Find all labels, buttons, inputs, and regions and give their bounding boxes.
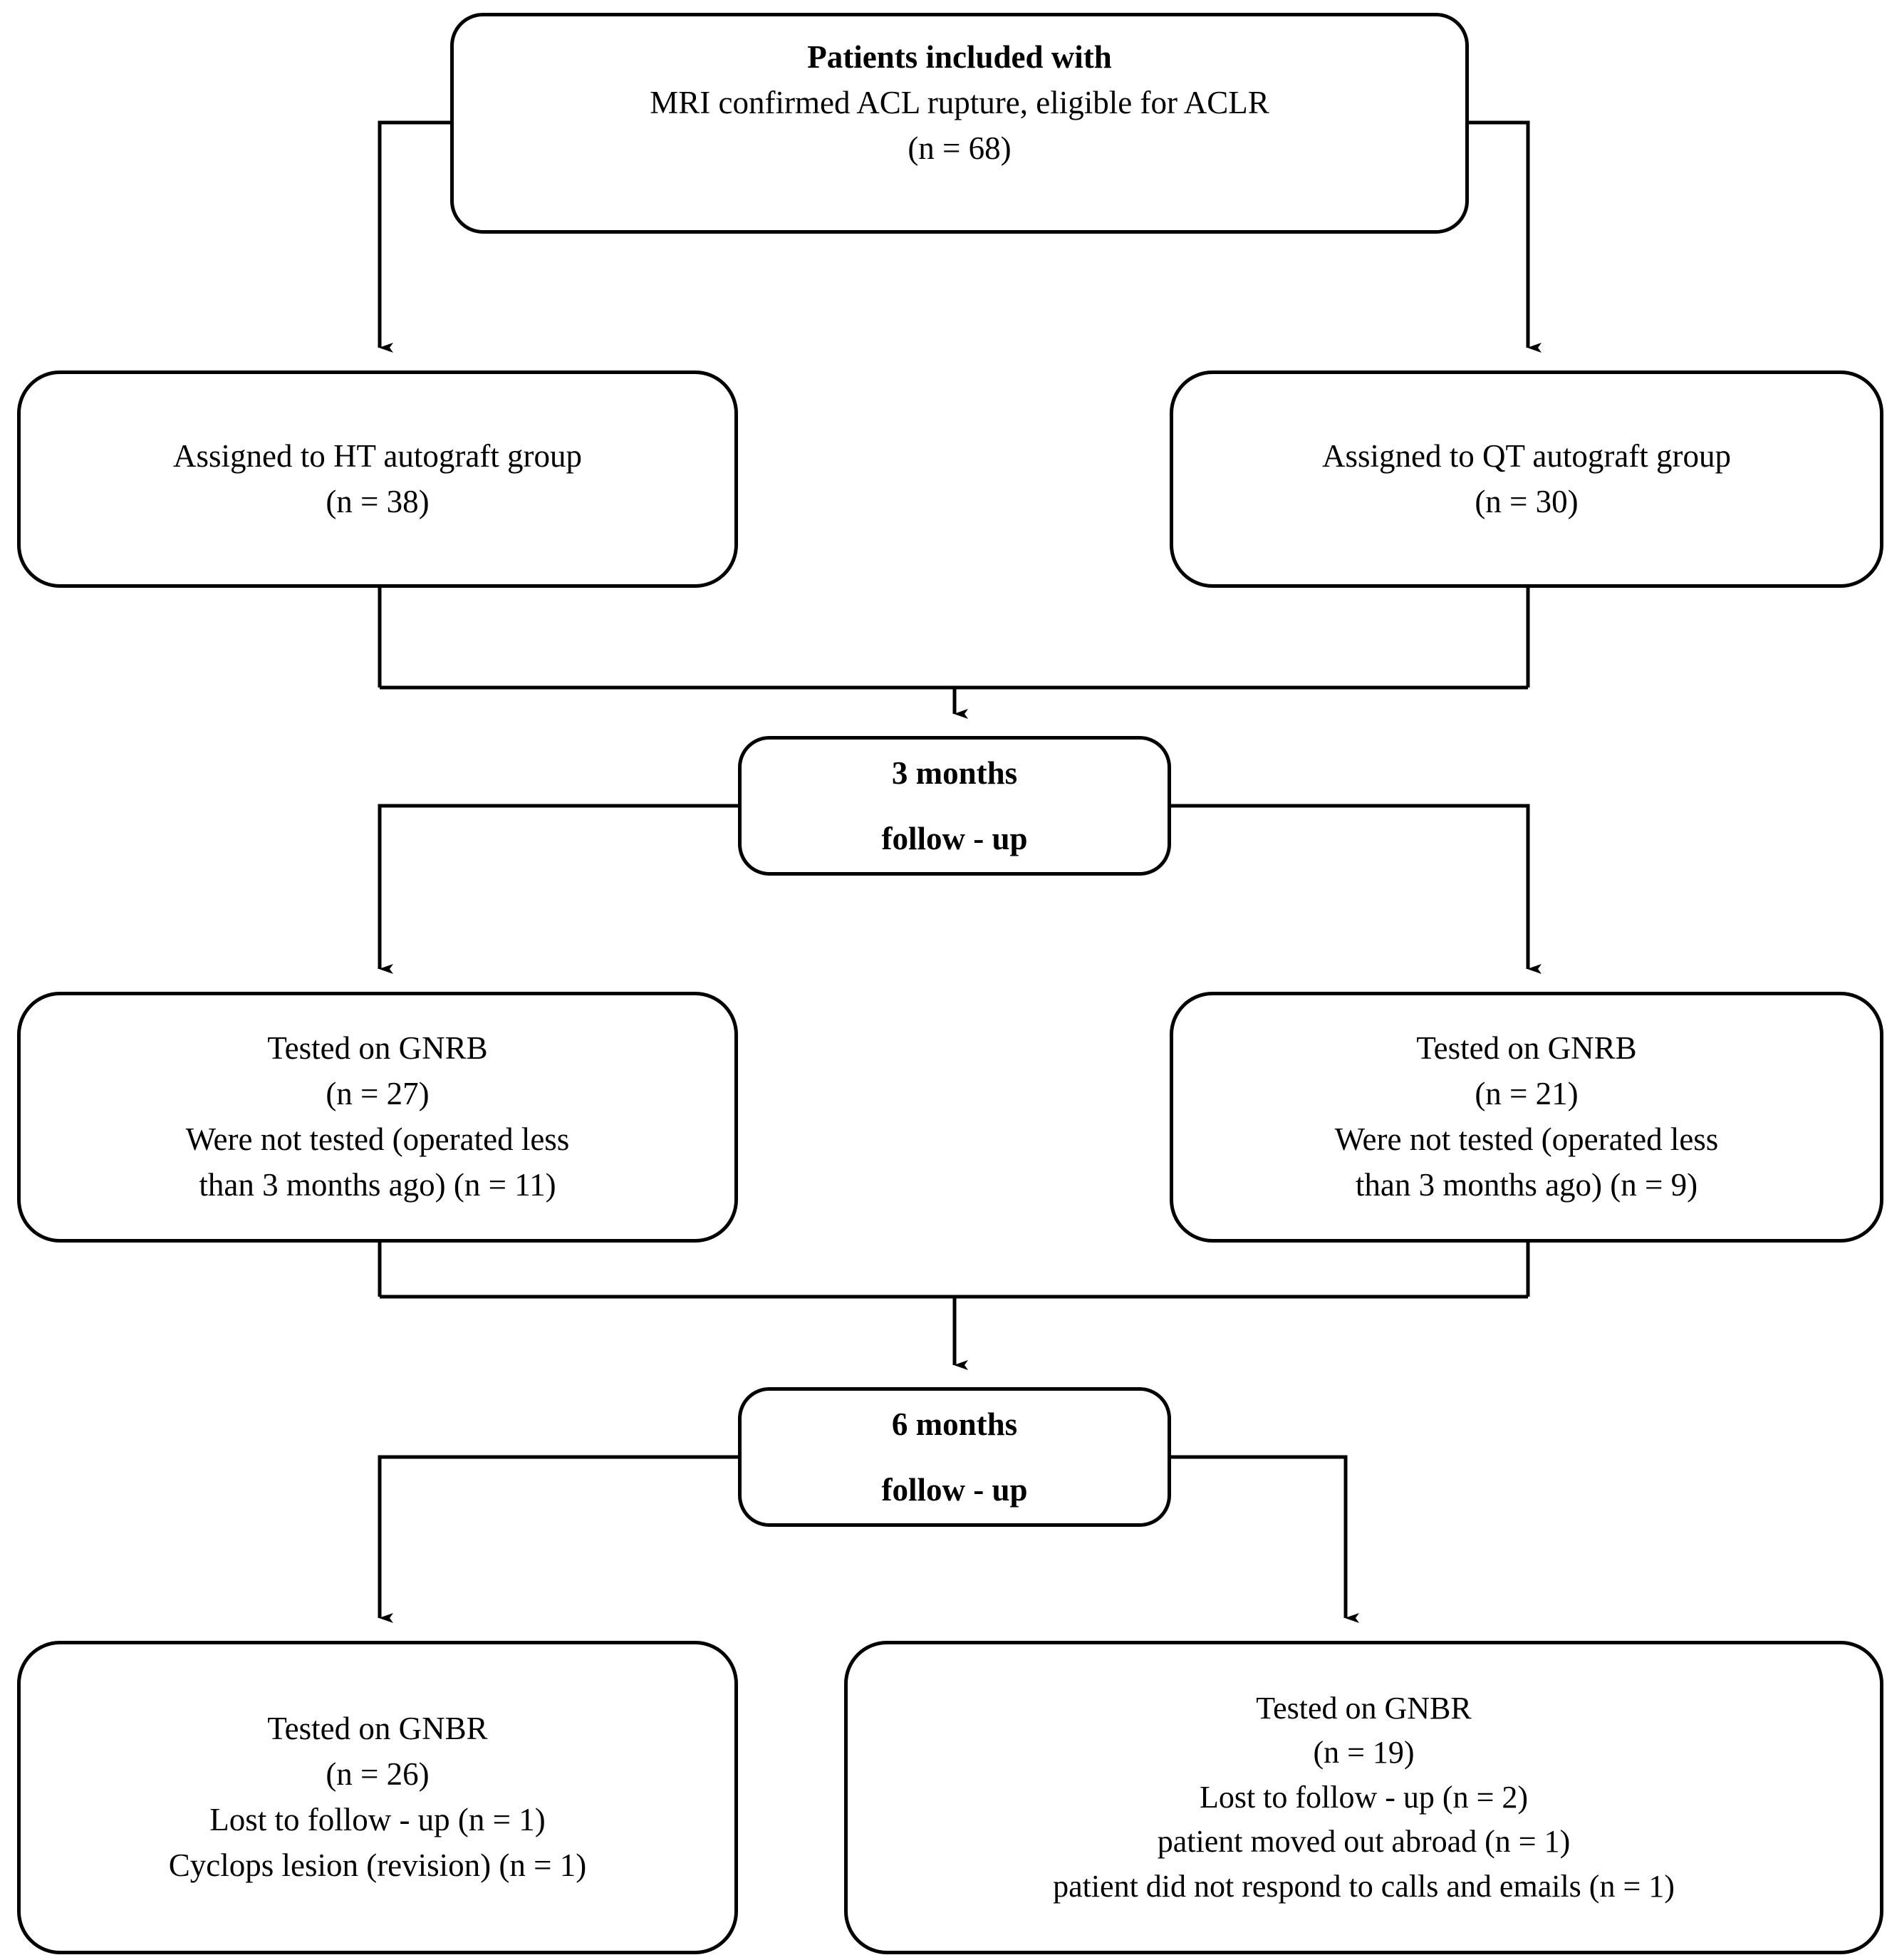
node-ht-label: Assigned to HT autograft group xyxy=(172,437,583,474)
node-gnrb-ht-line-1: Tested on GNRB xyxy=(267,1030,488,1067)
node-ht-autograft-group: Assigned to HT autograft group (n = 38) xyxy=(17,370,738,588)
node-followup-6m-line-1: 6 months xyxy=(891,1406,1018,1442)
node-gnrb-ht-count: (n = 27) xyxy=(326,1076,430,1112)
node-gnrb-3-months-qt: Tested on GNRB (n = 21) Were not tested … xyxy=(1170,992,1883,1243)
node-followup-3m-line-2: follow - up xyxy=(881,821,1028,856)
node-gnrb-ht-line-3: Were not tested (operated less xyxy=(185,1121,570,1157)
connector-followup3m-to-gnrb-ht xyxy=(378,804,738,974)
node-gnbr-ht-count: (n = 26) xyxy=(326,1756,430,1793)
node-gnbr-ht-line-4: Cyclops lesion (revision) (n = 1) xyxy=(168,1847,587,1883)
node-enrolled-count: (n = 68) xyxy=(908,130,1012,166)
connector-enrolled-to-qt xyxy=(1469,120,1542,353)
node-enrolled-line-1: Patients included with xyxy=(807,39,1112,75)
node-gnrb-ht-line-4: than 3 months ago) (n = 11) xyxy=(199,1166,556,1203)
connector-followup6m-to-gnbr-qt xyxy=(1171,1455,1359,1623)
node-gnbr-qt-line-4: patient moved out abroad (n = 1) xyxy=(1157,1824,1571,1860)
node-followup-3-months: 3 months follow - up xyxy=(738,736,1171,876)
node-qt-count: (n = 30) xyxy=(1475,483,1579,519)
node-patients-enrolled: Patients included with MRI confirmed ACL… xyxy=(450,13,1469,234)
node-followup-6-months: 6 months follow - up xyxy=(738,1387,1171,1527)
connector-followup6m-to-gnbr-ht xyxy=(378,1455,738,1623)
node-gnrb-3-months-ht: Tested on GNRB (n = 27) Were not tested … xyxy=(17,992,738,1243)
node-gnbr-6-months-qt: Tested on GNBR (n = 19) Lost to follow -… xyxy=(844,1641,1883,1954)
node-gnbr-qt-count: (n = 19) xyxy=(1313,1735,1415,1770)
connector-followup3m-to-gnrb-qt xyxy=(1171,804,1542,974)
node-followup-6m-line-2: follow - up xyxy=(881,1472,1028,1508)
node-gnbr-qt-line-5: patient did not respond to calls and ema… xyxy=(1053,1868,1675,1904)
node-gnbr-ht-line-3: Lost to follow - up (n = 1) xyxy=(209,1802,546,1837)
node-qt-label: Assigned to QT autograft group xyxy=(1321,437,1732,474)
node-gnrb-qt-line-3: Were not tested (operated less xyxy=(1334,1121,1719,1157)
node-ht-count: (n = 38) xyxy=(326,483,430,519)
node-gnrb-qt-line-1: Tested on GNRB xyxy=(1416,1030,1637,1067)
node-gnbr-ht-line-1: Tested on GNBR xyxy=(267,1711,488,1747)
node-followup-3m-line-1: 3 months xyxy=(891,755,1018,791)
node-gnrb-qt-count: (n = 21) xyxy=(1475,1076,1579,1112)
connector-enrolled-to-ht xyxy=(378,120,450,353)
node-gnbr-6-months-ht: Tested on GNBR (n = 26) Lost to follow -… xyxy=(17,1641,738,1954)
node-gnbr-qt-line-1: Tested on GNBR xyxy=(1256,1690,1472,1726)
node-enrolled-line-2: MRI confirmed ACL rupture, eligible for … xyxy=(650,84,1269,120)
node-qt-autograft-group: Assigned to QT autograft group (n = 30) xyxy=(1170,370,1883,588)
node-gnbr-qt-line-3: Lost to follow - up (n = 2) xyxy=(1199,1779,1529,1815)
node-gnrb-qt-line-4: than 3 months ago) (n = 9) xyxy=(1355,1166,1698,1203)
